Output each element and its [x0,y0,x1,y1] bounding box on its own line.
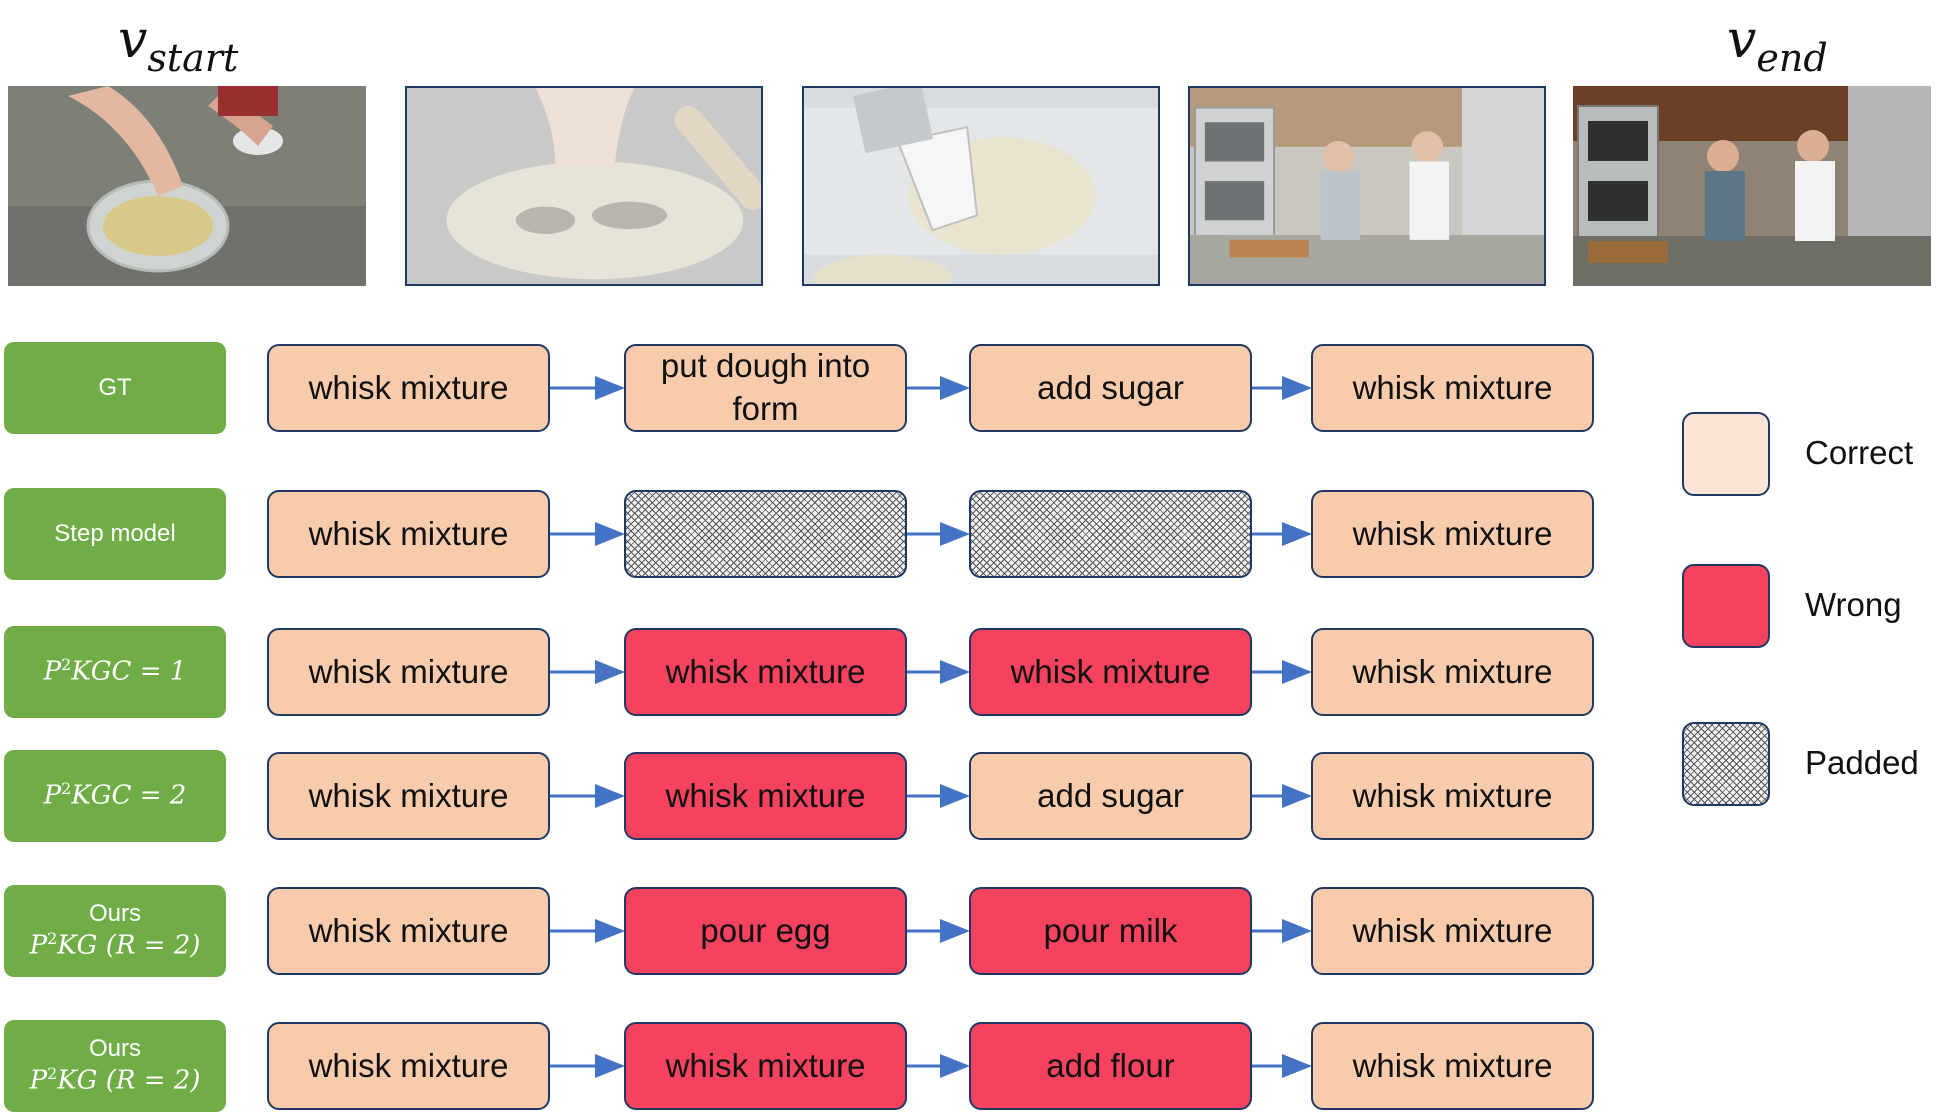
video-frame-end [1573,86,1931,286]
row-label-math: P2KG (R = 2) [29,1064,201,1097]
step-box-padded [969,490,1252,578]
legend-label-wrong: Wrong [1805,586,1902,623]
step-text: whisk mixture [665,1046,866,1084]
step-box-correct: whisk mixture [267,887,550,975]
step-box-correct: add sugar [969,752,1252,840]
step-box-correct: add sugar [969,344,1252,432]
step-box-wrong: whisk mixture [624,1022,907,1110]
row-label-text: Ours [88,900,141,928]
row-label-1: GT [4,342,226,434]
step-box-wrong: whisk mixture [969,628,1252,716]
legend-label-correct: Correct [1805,434,1914,471]
step-box-correct: whisk mixture [1311,490,1594,578]
step-box-wrong: add flour [969,1022,1252,1110]
legend-swatch-correct [1682,412,1770,496]
row-label-text: Ours [88,1035,141,1063]
video-frame-4 [1188,86,1546,286]
step-box-wrong: whisk mixture [624,752,907,840]
step-box-correct: whisk mixture [267,490,550,578]
video-frame-2 [405,86,763,286]
step-box-wrong: pour egg [624,887,907,975]
step-text: pour egg [700,911,831,949]
row-label-text: Step model [54,520,176,547]
step-box-correct: whisk mixture [1311,1022,1594,1110]
step-text: whisk mixture [1010,652,1211,690]
step-text: put dough into form [660,347,871,427]
legend-swatch-padded [1682,722,1770,806]
step-text: whisk mixture [1352,911,1553,949]
step-text: whisk mixture [308,368,509,406]
step-text: add sugar [1037,776,1184,814]
step-box-correct: whisk mixture [1311,752,1594,840]
legend-label-padded: Padded [1805,744,1919,781]
step-box-correct: whisk mixture [1311,628,1594,716]
step-box-correct: whisk mixture [1311,344,1594,432]
v-start-label: vstart [118,10,239,80]
v-end-label: vend [1727,10,1828,80]
step-text: whisk mixture [1352,776,1553,814]
step-text: whisk mixture [308,776,509,814]
step-text: whisk mixture [1352,368,1553,406]
step-text: add flour [1046,1046,1175,1084]
step-box-wrong: whisk mixture [624,628,907,716]
row-label-math: P2KG (R = 2) [29,929,201,962]
step-text: whisk mixture [308,652,509,690]
step-box-correct: whisk mixture [267,752,550,840]
step-text: whisk mixture [308,911,509,949]
step-text: add sugar [1037,368,1184,406]
legend-swatch-wrong [1682,564,1770,648]
step-text: pour milk [1043,911,1178,949]
step-box-correct: whisk mixture [267,628,550,716]
step-box-wrong: pour milk [969,887,1252,975]
row-label-2: Step model [4,488,226,580]
step-box-padded [624,490,907,578]
row-label-3: P2KGC = 1 [4,626,226,718]
video-frame-start [8,86,366,286]
row-label-math: P2KGC = 2 [43,779,187,812]
step-box-correct: whisk mixture [267,344,550,432]
step-box-correct: whisk mixture [1311,887,1594,975]
step-text: whisk mixture [308,514,509,552]
step-box-correct: whisk mixture [267,1022,550,1110]
video-frame-3 [802,86,1160,286]
row-label-math: P2KGC = 1 [43,655,187,688]
step-text: whisk mixture [1352,514,1553,552]
step-text: whisk mixture [665,776,866,814]
row-label-4: P2KGC = 2 [4,750,226,842]
step-text: whisk mixture [308,1046,509,1084]
step-text: whisk mixture [1352,652,1553,690]
step-box-correct: put dough into form [624,344,907,432]
step-text: whisk mixture [665,652,866,690]
row-label-text: GT [98,374,132,401]
step-text: whisk mixture [1352,1046,1553,1084]
